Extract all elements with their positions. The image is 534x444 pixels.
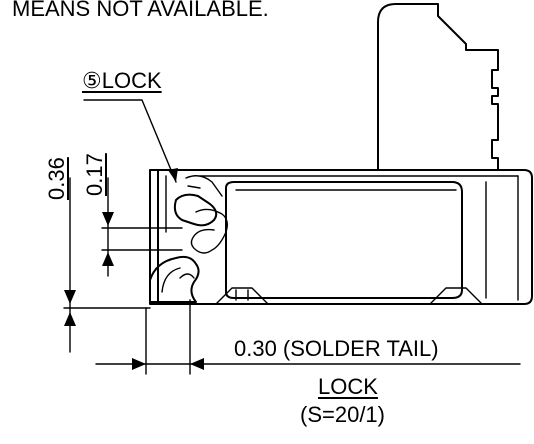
lock-spring — [190, 208, 229, 254]
view-title: LOCK — [318, 374, 378, 399]
dim-017-arrow-top — [102, 212, 114, 226]
dim-036-arrow-top — [64, 290, 76, 304]
lock-leader-arrow — [168, 168, 178, 182]
view-scale: (S=20/1) — [300, 402, 385, 427]
upper-housing-outline — [377, 3, 499, 171]
lock-leader-line — [83, 99, 177, 183]
header-note: MEANS NOT AVAILABLE. — [12, 0, 269, 21]
connector-body-outline — [149, 169, 533, 305]
solder-tail — [149, 255, 200, 303]
pad-hatch — [235, 289, 249, 301]
dim-017-arrow-bottom — [102, 252, 114, 266]
dim-030-arrow-right — [190, 358, 204, 370]
bottom-pad-left — [215, 287, 269, 305]
lock-latch — [173, 193, 218, 227]
dim-036-label: 0.36 — [44, 157, 69, 200]
dim-036-arrow-bottom — [64, 312, 76, 326]
dim-030-arrow-left — [132, 358, 146, 370]
tail-contour — [161, 267, 195, 293]
lock-callout-label: ⑤LOCK — [82, 68, 162, 93]
dim-017-label: 0.17 — [82, 153, 107, 196]
inner-cavity — [225, 181, 463, 299]
bottom-pad-right — [429, 287, 483, 305]
dim-030-label: 0.30 (SOLDER TAIL) — [234, 336, 439, 361]
latch-contour — [185, 175, 223, 197]
